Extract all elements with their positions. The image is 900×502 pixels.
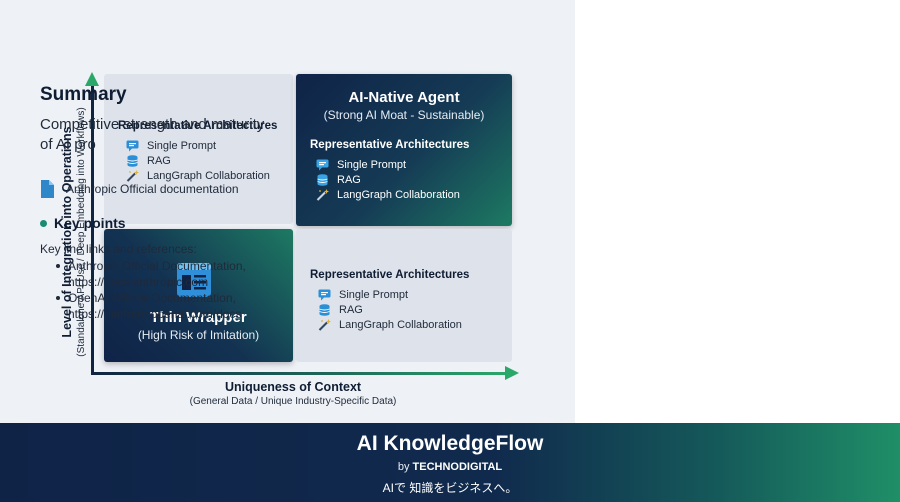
magic-wand-icon (316, 188, 329, 201)
list-item: RAG (316, 172, 460, 187)
x-axis-title: Uniqueness of Context (224, 380, 362, 394)
architectures-list: Single Prompt RAG LangGraph Collaboratio… (316, 157, 460, 202)
architectures-list: Single Prompt RAG LangGraph Collaboratio… (126, 138, 270, 183)
database-icon (126, 154, 139, 167)
doc-link-label: Anthropic Official documentation (66, 182, 239, 196)
summary-title: Summary (40, 84, 127, 105)
x-axis-arrow-icon (505, 366, 519, 380)
list-item: Single Prompt (318, 287, 462, 302)
list-item: LangGraph Collaboration (318, 317, 462, 332)
byline-prefix: by (397, 461, 410, 473)
reference-name: OpenAI Official Documentation, (68, 291, 236, 305)
reference-item[interactable]: OpenAI Official Documentation, https://p… (54, 290, 246, 322)
quadrant-ai-native-agent: AI-Native Agent (Strong AI Moat - Sustai… (296, 74, 512, 226)
architectures-list: Single Prompt RAG LangGraph Collaboratio… (318, 287, 462, 332)
x-axis-subtitle: (General Data / Unique Industry-Specific… (189, 396, 397, 407)
reference-url[interactable]: https://docs.anthropic.com (68, 275, 209, 289)
doc-link[interactable]: Anthropic Official documentation (40, 180, 239, 198)
database-icon (316, 173, 329, 186)
tagline: AIで 知識をビジネスへ。 (382, 481, 518, 495)
wrapper-doc-icon (176, 262, 212, 298)
chat-bubble-icon (318, 289, 331, 301)
magic-wand-icon (126, 169, 139, 182)
architectures-heading: Representative Architectures (310, 269, 470, 281)
key-points-title: Key points (54, 215, 126, 231)
byline: by TECHNODIGITAL (0, 461, 900, 473)
architectures-heading: Representative Architectures (310, 139, 470, 151)
quadrant-title: Thin Wrapper (150, 309, 247, 326)
list-item: RAG (318, 302, 462, 317)
chat-bubble-icon (316, 159, 329, 171)
bullet-dot-icon (40, 219, 47, 227)
reference-name: Anthropic Official Documentation, (68, 259, 246, 273)
database-icon (318, 303, 331, 316)
x-axis (91, 372, 507, 375)
quadrant-thin-wrapper: Thin Wrapper (High Risk of Imitation) (104, 229, 293, 362)
footer-banner: AI KnowledgeFlow by TECHNODIGITAL AIで 知識… (0, 423, 900, 502)
chat-bubble-icon (126, 140, 139, 152)
references-intro: Key line links and references: (40, 242, 197, 256)
reference-url[interactable]: https://platform.openai.com/docs (68, 307, 242, 321)
quadrant-top-left: Representative Architectures Single Prom… (104, 74, 293, 224)
quadrant-title: AI-Native Agent (348, 89, 460, 106)
key-points-heading: Key points (40, 215, 126, 231)
document-icon (40, 180, 54, 198)
summary-panel (575, 0, 900, 423)
list-item: RAG (126, 153, 270, 168)
summary-description: Competitive strength and maturity of AI … (40, 116, 265, 153)
company-name: TECHNODIGITAL (412, 461, 503, 473)
magic-wand-icon (318, 318, 331, 331)
quadrant-subtitle: (High Risk of Imitation) (137, 328, 260, 342)
architectures-heading: Representative Architectures (118, 120, 278, 132)
y-axis-arrow-icon (85, 72, 99, 86)
reference-item[interactable]: Anthropic Official Documentation, https:… (54, 258, 246, 290)
quadrant-bottom-right: Representative Architectures Single Prom… (296, 229, 512, 362)
list-item: Single Prompt (316, 157, 460, 172)
quadrant-subtitle: (Strong AI Moat - Sustainable) (323, 108, 485, 122)
list-item: LangGraph Collaboration (126, 168, 270, 183)
list-item: LangGraph Collaboration (316, 187, 460, 202)
list-item: Single Prompt (126, 138, 270, 153)
brand-title: AI KnowledgeFlow (356, 432, 544, 455)
y-axis (91, 84, 94, 375)
references-list: Anthropic Official Documentation, https:… (54, 258, 246, 322)
